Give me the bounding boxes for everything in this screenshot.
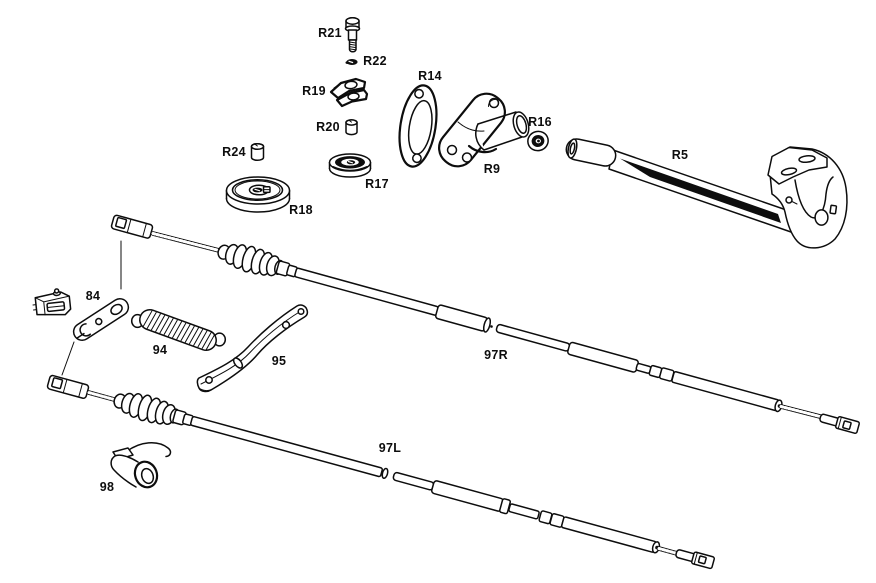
folded-bracket-drawing — [329, 77, 369, 108]
part-label-r9: R9 — [483, 162, 501, 176]
cable-housing-drawing — [438, 92, 530, 168]
part-label-94: 94 — [152, 343, 168, 357]
pulley-small-drawing — [328, 153, 372, 178]
part-label-r5: R5 — [671, 148, 689, 162]
part-label-84: 84 — [85, 289, 101, 303]
bolt-drawing — [344, 17, 361, 53]
part-label-r18: R18 — [289, 203, 313, 217]
equalizer-drawing — [32, 240, 130, 376]
part-label-r20: R20 — [316, 120, 340, 134]
part-label-97r: 97R — [484, 348, 508, 362]
part-label-95: 95 — [271, 354, 287, 368]
part-label-r16: R16 — [528, 115, 552, 129]
handbrake-lever-drawing — [565, 138, 848, 249]
push-nut-drawing — [345, 59, 358, 65]
part-label-98: 98 — [99, 480, 115, 494]
spring-drawing — [130, 308, 227, 352]
part-label-r24: R24 — [222, 145, 246, 159]
part-label-r19: R19 — [302, 84, 326, 98]
part-label-r14: R14 — [418, 69, 442, 83]
part-label-97l: 97L — [378, 441, 402, 455]
support-bracket-drawing — [196, 304, 309, 393]
spacer-bushing-small-drawing — [345, 119, 358, 136]
part-label-r21: R21 — [318, 26, 342, 40]
part-label-r17: R17 — [365, 177, 389, 191]
part-label-r22: R22 — [363, 54, 387, 68]
pulley-large-drawing — [225, 176, 291, 213]
grommet-drawing — [527, 130, 549, 152]
cable-left-drawing — [46, 374, 716, 570]
clip-drawing — [110, 442, 172, 489]
gasket-drawing — [398, 84, 438, 168]
cable-right-drawing — [110, 214, 860, 434]
spacer-bushing-large-drawing — [250, 142, 265, 162]
